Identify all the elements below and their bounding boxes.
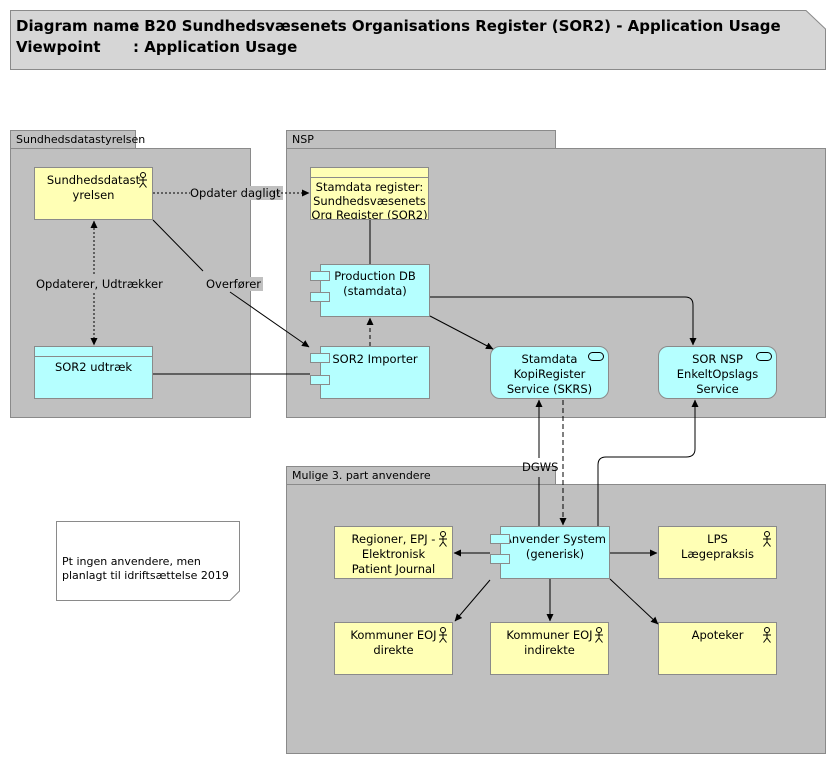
component-tab-bottom <box>310 375 330 385</box>
sor-nsp-label: SOR NSP EnkeltOpslags Service <box>676 352 759 396</box>
actor-apoteker[interactable]: Apoteker <box>658 622 777 675</box>
viewpoint-label: Viewpoint <box>16 38 101 56</box>
actor-icon <box>595 627 603 643</box>
skrs-label: Stamdata KopiRegister Service (SKRS) <box>506 352 593 396</box>
header-frame <box>10 10 826 70</box>
note-text: Pt ingen anvendere, men planlagt til idr… <box>62 555 229 582</box>
viewpoint-row: Viewpoint : Application Usage <box>16 38 297 56</box>
group-mulige-anvendere[interactable] <box>286 484 826 754</box>
stamdata-register-label: Stamdata register: Sundhedsvæsenets Org … <box>311 180 428 220</box>
actor-icon <box>763 627 771 643</box>
kommuner-direkte-label: Kommuner EOJ direkte <box>350 628 437 657</box>
group-tab-nsp[interactable]: NSP <box>286 130 556 149</box>
component-tab-top <box>310 353 330 363</box>
actor-icon <box>763 531 771 547</box>
component-tab-top <box>490 534 510 544</box>
edge-label-opdater-dagligt: Opdater dagligt <box>188 186 283 200</box>
actor-sundhedsdatastyrelsen[interactable]: Sundhedsdatast yrelsen <box>34 167 153 220</box>
sor2-udtraek-label: SOR2 udtræk <box>54 360 133 374</box>
lps-label: LPS Lægepraksis <box>681 532 754 561</box>
diagram-name-label: Diagram name <box>16 17 140 35</box>
regioner-label: Regioner, EPJ - Elektronisk Patient Jour… <box>351 532 436 576</box>
actor-lps[interactable]: LPS Lægepraksis <box>658 526 777 579</box>
actor-regioner-epj[interactable]: Regioner, EPJ - Elektronisk Patient Jour… <box>334 526 453 579</box>
edge-label-overforer: Overfører <box>204 277 264 291</box>
viewpoint-value: : Application Usage <box>133 38 298 56</box>
anvender-system-label: Anvender System (generisk) <box>504 532 606 561</box>
note-frame <box>56 521 240 601</box>
group-tab-mulige-anvendere[interactable]: Mulige 3. part anvendere <box>286 466 556 485</box>
component-production-db[interactable]: Production DB (stamdata) <box>320 264 430 317</box>
component-anvender-system[interactable]: Anvender System (generisk) <box>500 526 610 579</box>
actor-sundhedsdatastyrelsen-label: Sundhedsdatast yrelsen <box>46 173 141 202</box>
business-object-header-line <box>311 177 428 178</box>
service-skrs[interactable]: Stamdata KopiRegister Service (SKRS) <box>490 346 609 399</box>
component-sor2-importer[interactable]: SOR2 Importer <box>320 346 430 399</box>
component-tab-bottom <box>490 554 510 564</box>
service-icon <box>756 352 772 361</box>
edge-label-opdaterer-udtraekker: Opdaterer, Udtrækker <box>34 277 165 291</box>
actor-icon <box>439 531 447 547</box>
actor-icon <box>439 627 447 643</box>
actor-kommuner-indirekte[interactable]: Kommuner EOJ indirekte <box>490 622 609 675</box>
diagram-name-row: Diagram name: B20 Sundhedsvæsenets Organ… <box>16 17 781 35</box>
diagram-header: Diagram name: B20 Sundhedsvæsenets Organ… <box>10 10 826 70</box>
component-tab-bottom <box>310 292 330 302</box>
production-db-label: Production DB (stamdata) <box>334 269 416 298</box>
note-pt-ingen-anvendere[interactable]: Pt ingen anvendere, men planlagt til idr… <box>56 521 240 601</box>
business-object-stamdata-register[interactable]: Stamdata register: Sundhedsvæsenets Org … <box>310 167 429 220</box>
data-object-sor2-udtraek[interactable]: SOR2 udtræk <box>34 346 153 399</box>
service-sor-nsp[interactable]: SOR NSP EnkeltOpslags Service <box>658 346 777 399</box>
component-tab-top <box>310 271 330 281</box>
actor-kommuner-direkte[interactable]: Kommuner EOJ direkte <box>334 622 453 675</box>
diagram-name-value: : B20 Sundhedsvæsenets Organisations Reg… <box>133 17 781 35</box>
edge-label-dgws: DGWS <box>522 460 559 474</box>
group-tab-sundhedsdatastyrelsen[interactable]: Sundhedsdatastyrelsen <box>10 130 145 149</box>
actor-icon <box>139 172 147 188</box>
data-object-header-line <box>35 356 152 357</box>
kommuner-indirekte-label: Kommuner EOJ indirekte <box>506 628 593 657</box>
service-icon <box>588 352 604 361</box>
apoteker-label: Apoteker <box>691 628 744 642</box>
sor2-importer-label: SOR2 Importer <box>332 352 418 366</box>
